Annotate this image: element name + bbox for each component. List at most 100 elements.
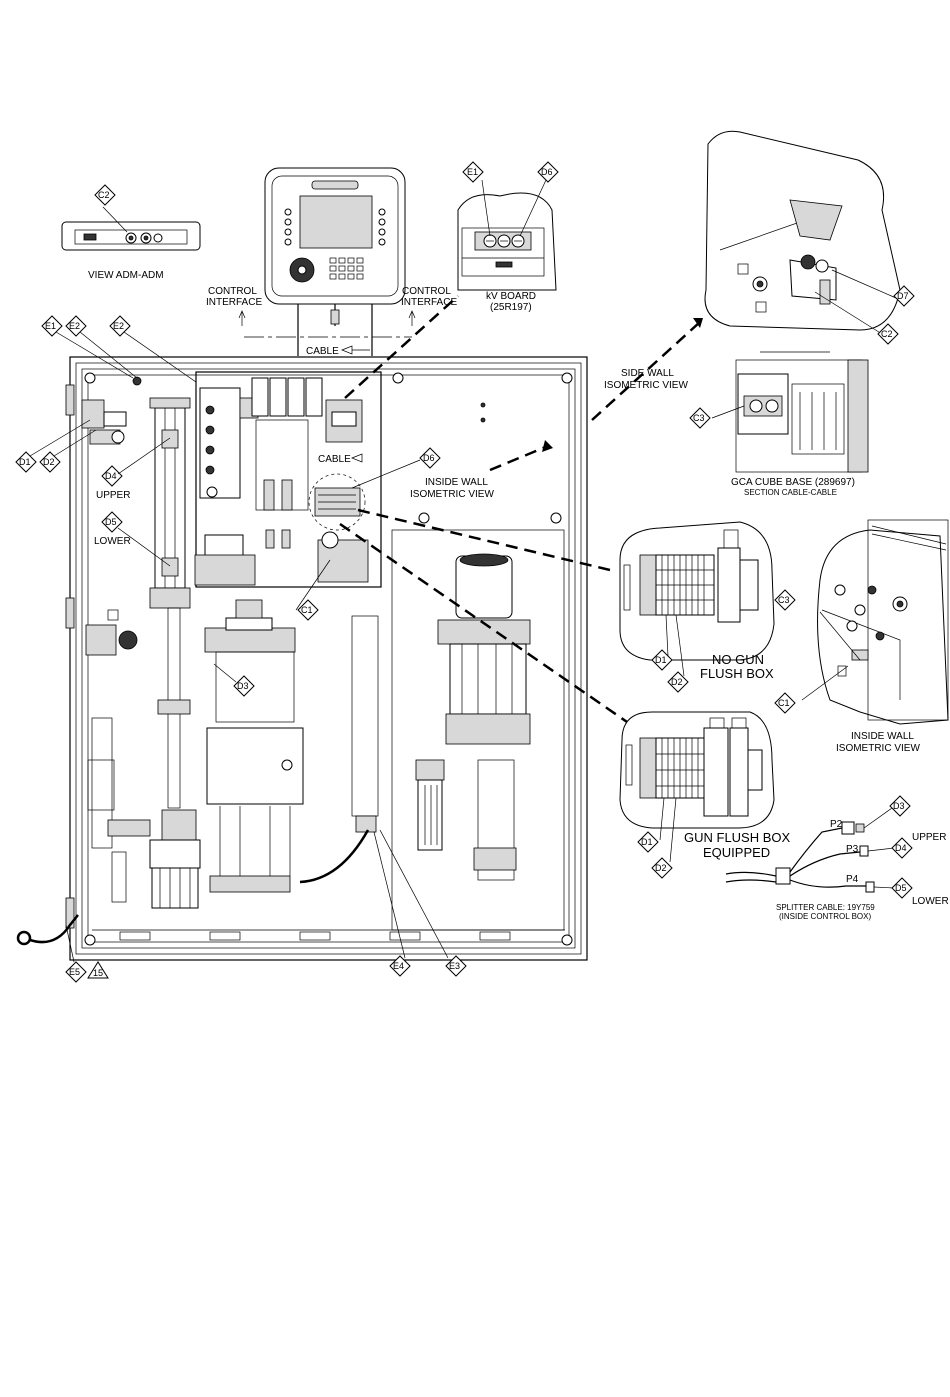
tag-e1-kv: E1 <box>462 161 484 183</box>
tag-c3-gca: C3 <box>689 407 711 429</box>
svg-text:LOWER: LOWER <box>912 896 949 907</box>
tag-e2-a: E2 <box>65 315 138 379</box>
svg-text:15: 15 <box>93 968 103 978</box>
svg-text:D3: D3 <box>893 801 905 811</box>
svg-text:GCA CUBE BASE (289697): GCA CUBE BASE (289697) <box>731 477 855 488</box>
note-triangle-15: 15 <box>87 961 109 979</box>
svg-text:VIEW ADM-ADM: VIEW ADM-ADM <box>88 270 164 281</box>
svg-text:SECTION CABLE-CABLE: SECTION CABLE-CABLE <box>744 488 837 497</box>
svg-text:ISOMETRIC VIEW: ISOMETRIC VIEW <box>604 380 688 391</box>
svg-text:INTERFACE: INTERFACE <box>206 297 262 308</box>
tag-c1-inside: C1 <box>774 692 796 714</box>
svg-text:GUN FLUSH BOX: GUN FLUSH BOX <box>684 830 791 845</box>
svg-text:D5: D5 <box>105 517 117 527</box>
svg-text:FLUSH BOX: FLUSH BOX <box>700 666 774 681</box>
side-wall-isometric <box>704 130 901 335</box>
svg-text:LOWER: LOWER <box>94 536 131 547</box>
svg-text:CABLE: CABLE <box>306 346 339 357</box>
air-filter-column <box>107 397 201 909</box>
right-pump <box>351 529 565 931</box>
ground-wire-e5 <box>16 914 79 963</box>
tag-e1: E1 <box>41 315 134 379</box>
svg-text:D4: D4 <box>105 471 117 481</box>
tag-d2-nogun: D2 <box>667 671 689 693</box>
svg-text:(25R197): (25R197) <box>490 302 532 313</box>
tag-c3-inside: C3 <box>774 589 796 611</box>
svg-text:SIDE WALL: SIDE WALL <box>621 368 674 379</box>
svg-text:P4: P4 <box>846 874 859 885</box>
svg-text:INSIDE WALL: INSIDE WALL <box>425 477 488 488</box>
svg-text:D1: D1 <box>19 457 31 467</box>
svg-text:C1: C1 <box>301 605 313 615</box>
terminal-block-inset <box>308 473 366 531</box>
svg-text:E1: E1 <box>45 321 56 331</box>
svg-text:D1: D1 <box>641 837 653 847</box>
side-wall-label: SIDE WALL ISOMETRIC VIEW <box>604 368 688 391</box>
svg-text:E2: E2 <box>69 321 80 331</box>
svg-text:P3: P3 <box>846 844 859 855</box>
svg-text:D3: D3 <box>237 681 249 691</box>
splitter-cable: P2 P3 P4 UPPER LOWER SPLITTER CABLE: 19Y… <box>725 807 949 921</box>
kv-board-view: kV BOARD (25R197) <box>457 179 557 313</box>
no-gun-flush-box-view: NO GUN FLUSH BOX <box>619 521 775 681</box>
svg-text:D6: D6 <box>541 167 553 177</box>
tag-d7: D7 <box>893 285 915 307</box>
tag-d3-mid: D3 <box>213 663 255 697</box>
svg-text:E4: E4 <box>393 961 404 971</box>
svg-text:E3: E3 <box>449 961 460 971</box>
tag-d1-nogun: D1 <box>651 649 673 671</box>
svg-text:CONTROL: CONTROL <box>402 286 451 297</box>
svg-text:D5: D5 <box>895 883 907 893</box>
svg-text:INSIDE WALL: INSIDE WALL <box>851 731 914 742</box>
svg-text:NO GUN: NO GUN <box>712 652 764 667</box>
svg-text:E5: E5 <box>69 967 80 977</box>
tag-d6-mid: D6 <box>351 447 441 489</box>
svg-text:C1: C1 <box>778 698 790 708</box>
adm-bottom-view: VIEW ADM-ADM <box>61 206 201 281</box>
svg-text:D2: D2 <box>43 457 55 467</box>
inside-wall-isometric-right: INSIDE WALL ISOMETRIC VIEW <box>801 519 949 754</box>
tag-c2-adm: C2 <box>94 184 116 206</box>
svg-text:CONTROL: CONTROL <box>208 286 257 297</box>
svg-text:D1: D1 <box>655 655 667 665</box>
control-interface-left-label: CONTROL INTERFACE <box>206 286 262 326</box>
tag-e5: E5 <box>65 961 87 983</box>
svg-text:D6: D6 <box>423 453 435 463</box>
tag-d5-split: D5 <box>891 877 913 899</box>
tag-d3-split: D3 <box>889 795 911 817</box>
svg-text:C3: C3 <box>693 413 705 423</box>
svg-text:E1: E1 <box>467 167 478 177</box>
svg-text:C2: C2 <box>881 329 893 339</box>
control-enclosure <box>65 356 588 961</box>
svg-text:UPPER: UPPER <box>96 490 130 501</box>
svg-text:(INSIDE CONTROL BOX): (INSIDE CONTROL BOX) <box>779 912 871 921</box>
cable-top-label: CABLE <box>306 345 370 357</box>
tag-d5-left: D5 LOWER <box>94 511 171 567</box>
tag-e4: E4 <box>389 955 411 977</box>
tag-e2-b: E2 <box>109 315 197 383</box>
control-interface-right-label: CONTROL INTERFACE <box>401 286 457 326</box>
svg-text:D2: D2 <box>655 863 667 873</box>
svg-text:ISOMETRIC VIEW: ISOMETRIC VIEW <box>836 743 920 754</box>
left-wall-fittings <box>81 399 138 849</box>
svg-text:C3: C3 <box>778 595 790 605</box>
svg-text:D2: D2 <box>671 677 683 687</box>
svg-text:ISOMETRIC VIEW: ISOMETRIC VIEW <box>410 489 494 500</box>
tag-d2-left: D2 <box>39 429 97 473</box>
tag-c1-mid: C1 <box>297 599 319 621</box>
tag-d4-left: D4 UPPER <box>96 437 171 501</box>
tag-c2-side: C2 <box>877 323 899 345</box>
svg-text:kV BOARD: kV BOARD <box>486 291 536 302</box>
tag-d6-kv: D6 <box>537 161 559 183</box>
gun-flush-box-view: GUN FLUSH BOX EQUIPPED <box>619 711 791 863</box>
svg-text:EQUIPPED: EQUIPPED <box>703 845 770 860</box>
svg-text:D7: D7 <box>897 291 909 301</box>
ground-cable <box>299 829 370 884</box>
lower-pump <box>204 599 304 893</box>
tag-e3: E3 <box>445 955 467 977</box>
svg-text:C2: C2 <box>98 190 110 200</box>
tag-d4-split: D4 <box>891 837 913 859</box>
gca-cube-base-view: GCA CUBE BASE (289697) SECTION CABLE-CAB… <box>711 351 869 497</box>
tag-d1-left: D1 <box>15 419 91 473</box>
